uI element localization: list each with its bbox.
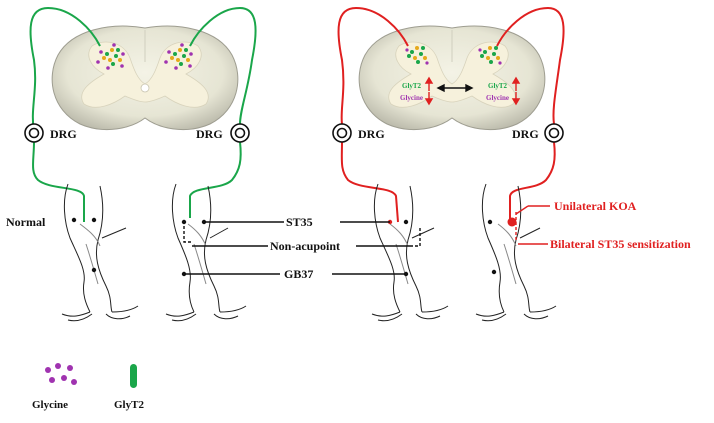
glyt2-label-koa-right: GlyT2 — [488, 82, 508, 90]
drg-label-normal-right: DRG — [196, 127, 223, 141]
gb37-label: GB37 — [284, 267, 313, 281]
glyt2-up-arrow-left — [424, 76, 434, 91]
glycine-label-koa-right: Glycine — [486, 94, 509, 102]
connector-lines — [184, 221, 412, 275]
drg-ganglion-normal-right — [230, 123, 250, 143]
st35-label: ST35 — [286, 215, 313, 229]
bilateral-arrow — [436, 83, 474, 93]
non-acupoint-marker-koa — [412, 228, 421, 247]
non-acupoint-label: Non-acupoint — [270, 239, 340, 253]
spinal-cord-koa: GlyT2 Glycine GlyT2 Glycine — [358, 25, 546, 131]
acupoint-dots-koa — [387, 219, 497, 277]
drg-ganglion-koa-left — [332, 123, 352, 143]
dorsal-horn-cluster-koa-left — [405, 46, 429, 65]
leg-normal-right — [165, 183, 247, 322]
dorsal-horn-cluster-koa-right — [478, 46, 502, 65]
legend-glyt2-label: GlyT2 — [114, 399, 144, 411]
drg-label-normal-left: DRG — [50, 127, 77, 141]
spinal-cord-normal — [51, 25, 239, 131]
non-acupoint-marker-normal — [183, 226, 192, 243]
drg-ganglion-normal-left — [24, 123, 44, 143]
legend-glyt2-icon — [130, 364, 137, 388]
legend-glycine-label: Glycine — [32, 399, 68, 411]
glycine-down-arrow-right — [511, 92, 521, 106]
drg-label-koa-left: DRG — [358, 127, 385, 141]
dorsal-horn-cluster-right — [164, 43, 193, 70]
koa-knee-marker — [507, 212, 517, 240]
dorsal-horn-cluster-left — [96, 43, 125, 70]
glycine-label-koa-left: Glycine — [400, 94, 423, 102]
connector-lines-red — [515, 205, 550, 245]
nerve-koa-right — [496, 6, 565, 220]
nerve-normal-right — [189, 6, 257, 218]
leg-normal-left — [61, 183, 139, 322]
nerve-normal-left — [29, 6, 101, 222]
drg-ganglion-koa-right — [544, 123, 564, 143]
leg-koa-left — [371, 183, 449, 322]
bilateral-st35-label: Bilateral ST35 sensitization — [550, 237, 691, 251]
glycine-down-arrow-left — [424, 92, 434, 106]
leg-koa-right — [475, 183, 557, 322]
legend-glycine-icon — [45, 363, 77, 385]
nerve-koa-left — [337, 6, 409, 223]
glyt2-label-koa-left: GlyT2 — [402, 82, 422, 90]
glyt2-up-arrow-right — [511, 76, 521, 91]
acupoint-dots-normal — [71, 217, 207, 277]
drg-label-koa-right: DRG — [512, 127, 539, 141]
unilateral-koa-label: Unilateral KOA — [554, 199, 637, 213]
normal-label: Normal — [6, 215, 46, 229]
